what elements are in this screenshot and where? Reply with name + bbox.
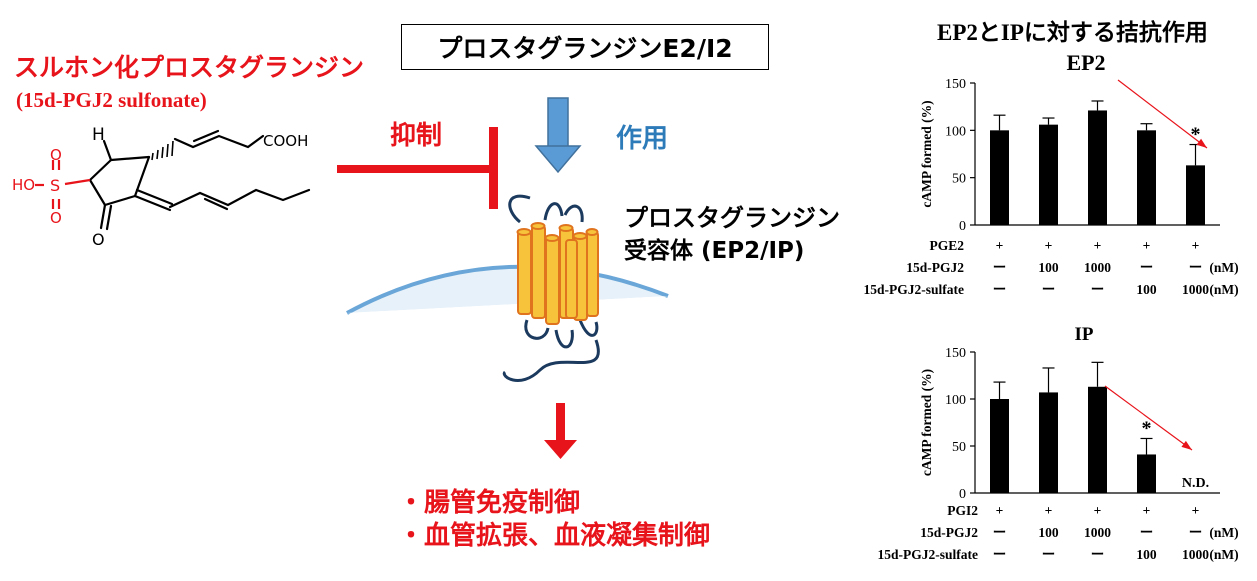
condition-cell: + — [996, 238, 1004, 253]
bar — [990, 130, 1009, 225]
y-tick-label: 100 — [945, 393, 966, 408]
atom-o-top: O — [50, 146, 62, 164]
trend-arrow-head — [1196, 138, 1207, 148]
bar — [1039, 392, 1058, 493]
bar — [1186, 165, 1205, 225]
atom-cooh: COOH — [263, 132, 308, 150]
condition-row-label: 15d-PGJ2 — [920, 525, 978, 540]
y-axis-label: cAMP formed (%) — [919, 100, 934, 207]
significance-mark: * — [1191, 124, 1201, 146]
condition-cell: + — [996, 503, 1004, 518]
y-tick-label: 50 — [952, 440, 966, 455]
action-arrow — [534, 97, 582, 174]
panel-title: EP2とIPに対する拮抗作用 — [937, 20, 1208, 45]
condition-cell: ー — [993, 547, 1007, 562]
compound-abbreviation: (15d-PGJ2 sulfonate) — [16, 88, 207, 112]
condition-cell: ー — [1189, 260, 1203, 275]
bar — [1088, 386, 1107, 493]
condition-cell: ー — [1189, 525, 1203, 540]
condition-cell: 1000 — [1084, 260, 1111, 275]
compound-structure: H COOH HO S O O O — [12, 125, 311, 249]
condition-cell: + — [1192, 238, 1200, 253]
condition-cell: ー — [1091, 547, 1105, 562]
condition-cell: + — [1094, 238, 1102, 253]
condition-cell: ー — [993, 260, 1007, 275]
condition-unit: (nM) — [1209, 282, 1238, 297]
atom-o-ketone: O — [92, 230, 105, 249]
condition-cell: + — [1143, 503, 1151, 518]
receptor-loops — [502, 194, 600, 382]
trend-arrow — [1104, 385, 1193, 451]
chart-title-ip: IP — [1074, 324, 1094, 345]
chart-title-ep2: EP2 — [1066, 50, 1106, 75]
condition-cell: + — [1045, 238, 1053, 253]
bar — [1137, 130, 1156, 225]
bar — [1088, 110, 1107, 225]
not-detected-label: N.D. — [1182, 476, 1209, 491]
condition-cell: 100 — [1038, 260, 1059, 275]
y-tick-label: 50 — [952, 172, 966, 187]
receptor-label-line2: 受容体 (EP2/IP) — [624, 238, 805, 264]
condition-cell: 100 — [1038, 525, 1059, 540]
condition-cell: 1000 — [1182, 547, 1209, 562]
effect-item-1: ・腸管免疫制御 — [398, 488, 581, 518]
receptor-label-line1: プロスタグランジン — [624, 204, 840, 232]
condition-unit: (nM) — [1209, 260, 1238, 275]
y-tick-label: 150 — [945, 77, 966, 92]
ligand-title-box: プロスタグランジンE2/I2 — [401, 24, 769, 70]
condition-unit: (nM) — [1209, 547, 1238, 562]
condition-cell: 100 — [1136, 547, 1157, 562]
atom-o-bottom: O — [50, 209, 62, 227]
condition-cell: 1000 — [1182, 282, 1209, 297]
y-tick-label: 100 — [945, 124, 966, 139]
effect-arrow — [544, 403, 577, 459]
condition-cell: ー — [1140, 525, 1154, 540]
y-tick-label: 150 — [945, 346, 966, 361]
condition-cell: ー — [993, 282, 1007, 297]
inhibition-bar — [337, 165, 492, 173]
trend-arrow-head — [1181, 440, 1192, 450]
trend-arrow — [1117, 79, 1208, 149]
condition-cell: 100 — [1136, 282, 1157, 297]
condition-row-label: 15d-PGJ2-sulfate — [864, 282, 965, 297]
condition-cell: ー — [1042, 547, 1056, 562]
y-tick-label: 0 — [959, 219, 966, 234]
receptor-illustration — [337, 97, 669, 459]
condition-cell: + — [1045, 503, 1053, 518]
condition-cell: + — [1192, 503, 1200, 518]
condition-cell: ー — [993, 525, 1007, 540]
significance-mark: * — [1142, 417, 1152, 439]
atom-h: H — [92, 125, 105, 145]
condition-cell: ー — [1140, 260, 1154, 275]
chart-ip: 0 50 100 150 cAMP formed (%) * N.D. PGI2 + + + + +15… — [878, 346, 1239, 562]
condition-row-label: PGI2 — [947, 503, 978, 518]
receptor-helices — [516, 222, 599, 325]
condition-cell: 1000 — [1084, 525, 1111, 540]
condition-cell: ー — [1042, 282, 1056, 297]
condition-row-label: 15d-PGJ2 — [906, 260, 964, 275]
condition-cell: ー — [1091, 282, 1105, 297]
condition-cell: + — [1143, 238, 1151, 253]
condition-row-label: PGE2 — [929, 238, 964, 253]
compound-name: スルホン化プロスタグランジン — [14, 53, 365, 82]
atom-ho: HO — [12, 176, 35, 194]
condition-unit: (nM) — [1209, 525, 1238, 540]
inhibition-block — [489, 127, 498, 209]
bar — [1039, 124, 1058, 225]
y-axis-label: cAMP formed (%) — [919, 369, 934, 476]
inhibit-label: 抑制 — [390, 121, 443, 151]
bar — [1137, 454, 1156, 493]
atom-s: S — [50, 176, 60, 195]
action-label: 作用 — [616, 124, 669, 154]
chart-ep2: 0 50 100 150 cAMP formed (%) * PGE2 + + + + +15d-PG… — [864, 77, 1239, 297]
bar — [990, 399, 1009, 493]
condition-cell: + — [1094, 503, 1102, 518]
y-tick-label: 0 — [959, 487, 966, 502]
condition-row-label: 15d-PGJ2-sulfate — [878, 547, 979, 562]
effect-item-2: ・血管拡張、血液凝集制御 — [398, 521, 711, 551]
